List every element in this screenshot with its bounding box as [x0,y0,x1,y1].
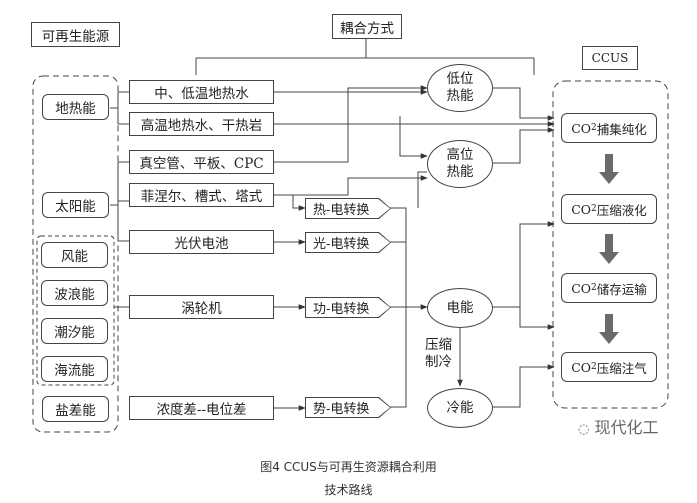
geothermal-branch [110,91,129,125]
source-wind: 风能 [41,242,108,268]
node-high-heat-line2: 热能 [446,164,474,180]
ccus-capture-text: 捕集纯化 [596,121,647,137]
line-to-thermal-convert [292,195,306,211]
convert-thermal-electric: 热-电转换 [305,198,391,219]
wechat-icon: ◌ [578,422,590,437]
source-current: 海流能 [41,356,108,382]
convert-thermal-electric-text: 热-电转换 [313,203,370,218]
watermark: ◌ 现代化工 [578,414,658,438]
compress-cool-label: 压缩制冷 [425,337,452,371]
ccus-liquefy-sub: 2 [591,204,597,214]
source-salinity-text: 盐差能 [55,403,96,419]
ccus-inject-text: 压缩注气 [596,360,647,376]
tech-concentration: 浓度差--电位差 [129,396,274,420]
watermark-text: 现代化工 [594,418,659,437]
ccus-storage-text: 储存运输 [596,281,647,297]
ccus-inject-sub: 2 [591,362,597,372]
node-low-heat-line1: 低位 [446,71,474,87]
coupling-bracket [195,38,535,75]
line-fresnel-highheat [274,175,428,196]
source-current-text: 海流能 [54,363,95,379]
line-vacuum-lowheat [274,85,428,163]
renewable-group-frame [32,75,119,433]
source-geothermal: 地热能 [42,94,109,120]
node-electric-text: 电能 [446,299,474,316]
caption-line2: 技术路线 [324,483,373,497]
ccus-storage-co: CO [571,280,592,296]
node-high-heat-line1: 高位 [446,147,474,163]
ccus-liquefy-text: 压缩液化 [596,202,647,218]
ccus-inject-co: CO [571,359,592,375]
tech-fresnel: 菲涅尔、槽式、塔式 [129,183,274,207]
ocean-group-frame [36,235,115,386]
ccus-liquefy-co: CO [571,201,592,217]
convert-work-electric: 功-电转换 [305,297,391,318]
line-cold-inject [493,364,555,408]
tech-vacuum-tube: 真空管、平板、CPC [129,150,274,174]
line-heat-to-convert [417,171,427,208]
source-solar-text: 太阳能 [55,199,96,215]
source-tidal: 潮汐能 [41,318,108,344]
tech-mid-low-geothermal: 中、低温地热水 [129,80,274,104]
tech-pv-cell: 光伏电池 [129,230,274,254]
renewable-label: 可再生能源 [31,22,120,47]
source-geothermal-text: 地热能 [55,101,96,117]
line-electric-liquefy [493,221,555,308]
source-salinity: 盐差能 [42,396,109,422]
ccus-label: CCUS [582,46,638,70]
tech-concentration-text: 浓度差--电位差 [156,402,247,418]
line-highheat-capture [493,127,555,164]
tech-turbine-text: 涡轮机 [181,301,222,317]
ccus-group-frame [552,80,669,409]
source-tidal-text: 潮汐能 [54,325,95,341]
compress-label-line1: 压缩 [425,337,452,353]
convert-work-electric-text: 功-电转换 [313,302,370,317]
tech-pv-cell-text: 光伏电池 [174,236,229,252]
node-low-heat: 低位热能 [427,64,493,112]
coupling-label: 耦合方式 [332,14,402,39]
source-wave-text: 波浪能 [54,287,95,303]
convert-light-electric-text: 光-电转换 [313,237,370,252]
tech-vacuum-tube-text: 真空管、平板、CPC [139,156,264,172]
tech-turbine: 涡轮机 [129,295,274,319]
source-wave: 波浪能 [41,280,108,306]
source-solar: 太阳能 [42,192,109,218]
line-geo-highheat [399,116,428,159]
tech-fresnel-text: 菲涅尔、槽式、塔式 [140,189,263,205]
ccus-step-arrows [599,154,619,344]
ccus-capture-sub: 2 [591,123,597,133]
tech-high-geothermal-text: 高温地热水、干热岩 [140,118,263,134]
ccus-capture-co: CO [571,120,592,136]
convert-potential-electric: 势-电转换 [305,397,391,418]
node-low-heat-line2: 热能 [446,88,474,104]
solar-branch [110,161,129,242]
node-cold-text: 冷能 [446,399,474,416]
ccus-label-text: CCUS [591,51,629,65]
convert-light-electric: 光-电转换 [305,232,391,253]
renewable-label-text: 可再生能源 [41,28,110,45]
source-wind-text: 风能 [61,249,88,265]
node-electric: 电能 [427,288,493,328]
node-high-heat: 高位热能 [427,140,493,188]
line-electric-storage [493,306,555,330]
compress-label-line2: 制冷 [425,354,452,370]
tech-mid-low-geothermal-text: 中、低温地热水 [154,86,249,102]
tech-high-geothermal: 高温地热水、干热岩 [129,112,274,136]
node-cold: 冷能 [427,388,493,428]
line-lowheat-capture [493,87,555,121]
convert-potential-electric-text: 势-电转换 [313,402,370,417]
caption-line1: 图4 CCUS与可再生资源耦合利用 [260,460,437,474]
coupling-label-text: 耦合方式 [340,20,394,37]
ccus-storage-sub: 2 [591,283,597,293]
